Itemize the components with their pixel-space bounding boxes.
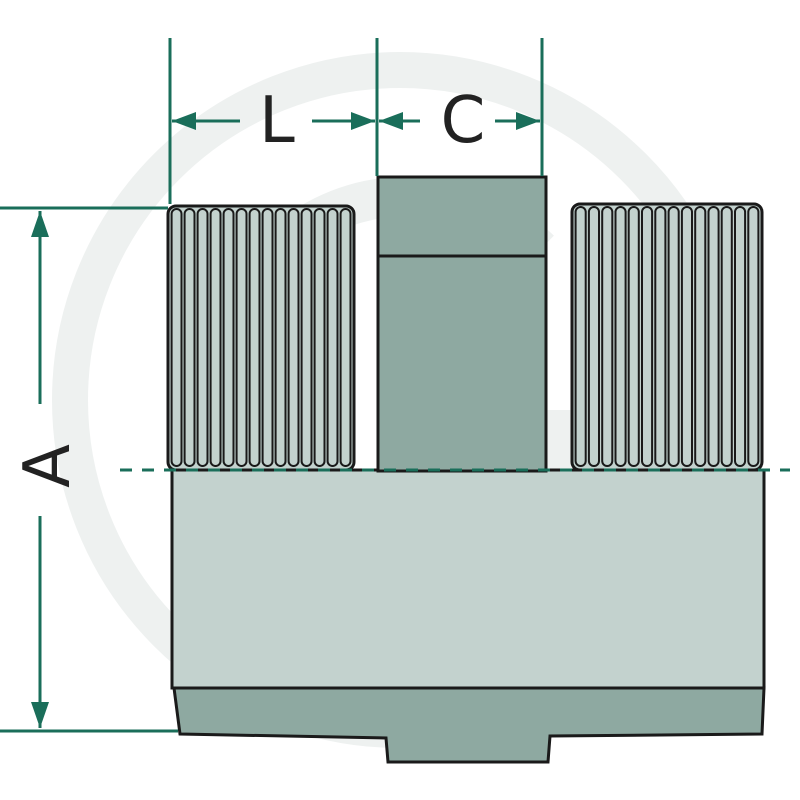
thread-ridge — [627, 206, 640, 467]
thread-ridge — [574, 206, 587, 467]
thread-ridge — [747, 206, 760, 467]
fitting-bottom-collar — [172, 686, 766, 764]
thread-ridge — [326, 208, 339, 467]
thread-ridge — [196, 208, 209, 467]
thread-ridge — [287, 208, 300, 467]
dimension-c: C — [379, 84, 540, 158]
thread-ridge — [680, 206, 694, 467]
center-hex — [376, 175, 548, 473]
thread-ridge — [734, 206, 747, 467]
dimension-a: A — [11, 211, 85, 728]
thread-ridge — [339, 208, 352, 467]
thread-ridge — [641, 206, 654, 467]
right-thread — [570, 202, 764, 472]
thread-ridge — [248, 208, 261, 467]
thread-ridge — [274, 208, 287, 467]
dimension-c-label: C — [441, 84, 486, 158]
thread-ridge — [222, 208, 235, 467]
left-thread — [166, 204, 356, 472]
thread-ridge — [209, 208, 222, 467]
thread-ridge — [654, 206, 667, 467]
thread-ridge — [300, 208, 313, 467]
dimension-l-label: L — [259, 84, 295, 158]
thread-ridge — [667, 206, 680, 467]
thread-ridge — [313, 208, 326, 467]
thread-ridge — [587, 206, 601, 467]
dimension-l: L — [172, 84, 375, 158]
extension-lines — [0, 38, 544, 733]
thread-ridge — [720, 206, 733, 467]
thread-ridge — [235, 208, 248, 467]
thread-ridge — [614, 206, 627, 467]
thread-ridge — [261, 208, 274, 467]
thread-ridge — [170, 208, 183, 467]
dimension-a-label: A — [11, 444, 85, 488]
thread-ridge — [601, 206, 614, 467]
thread-ridge — [694, 206, 707, 467]
thread-ridge — [707, 206, 720, 467]
thread-ridge — [183, 208, 196, 467]
fitting-body — [170, 468, 766, 690]
